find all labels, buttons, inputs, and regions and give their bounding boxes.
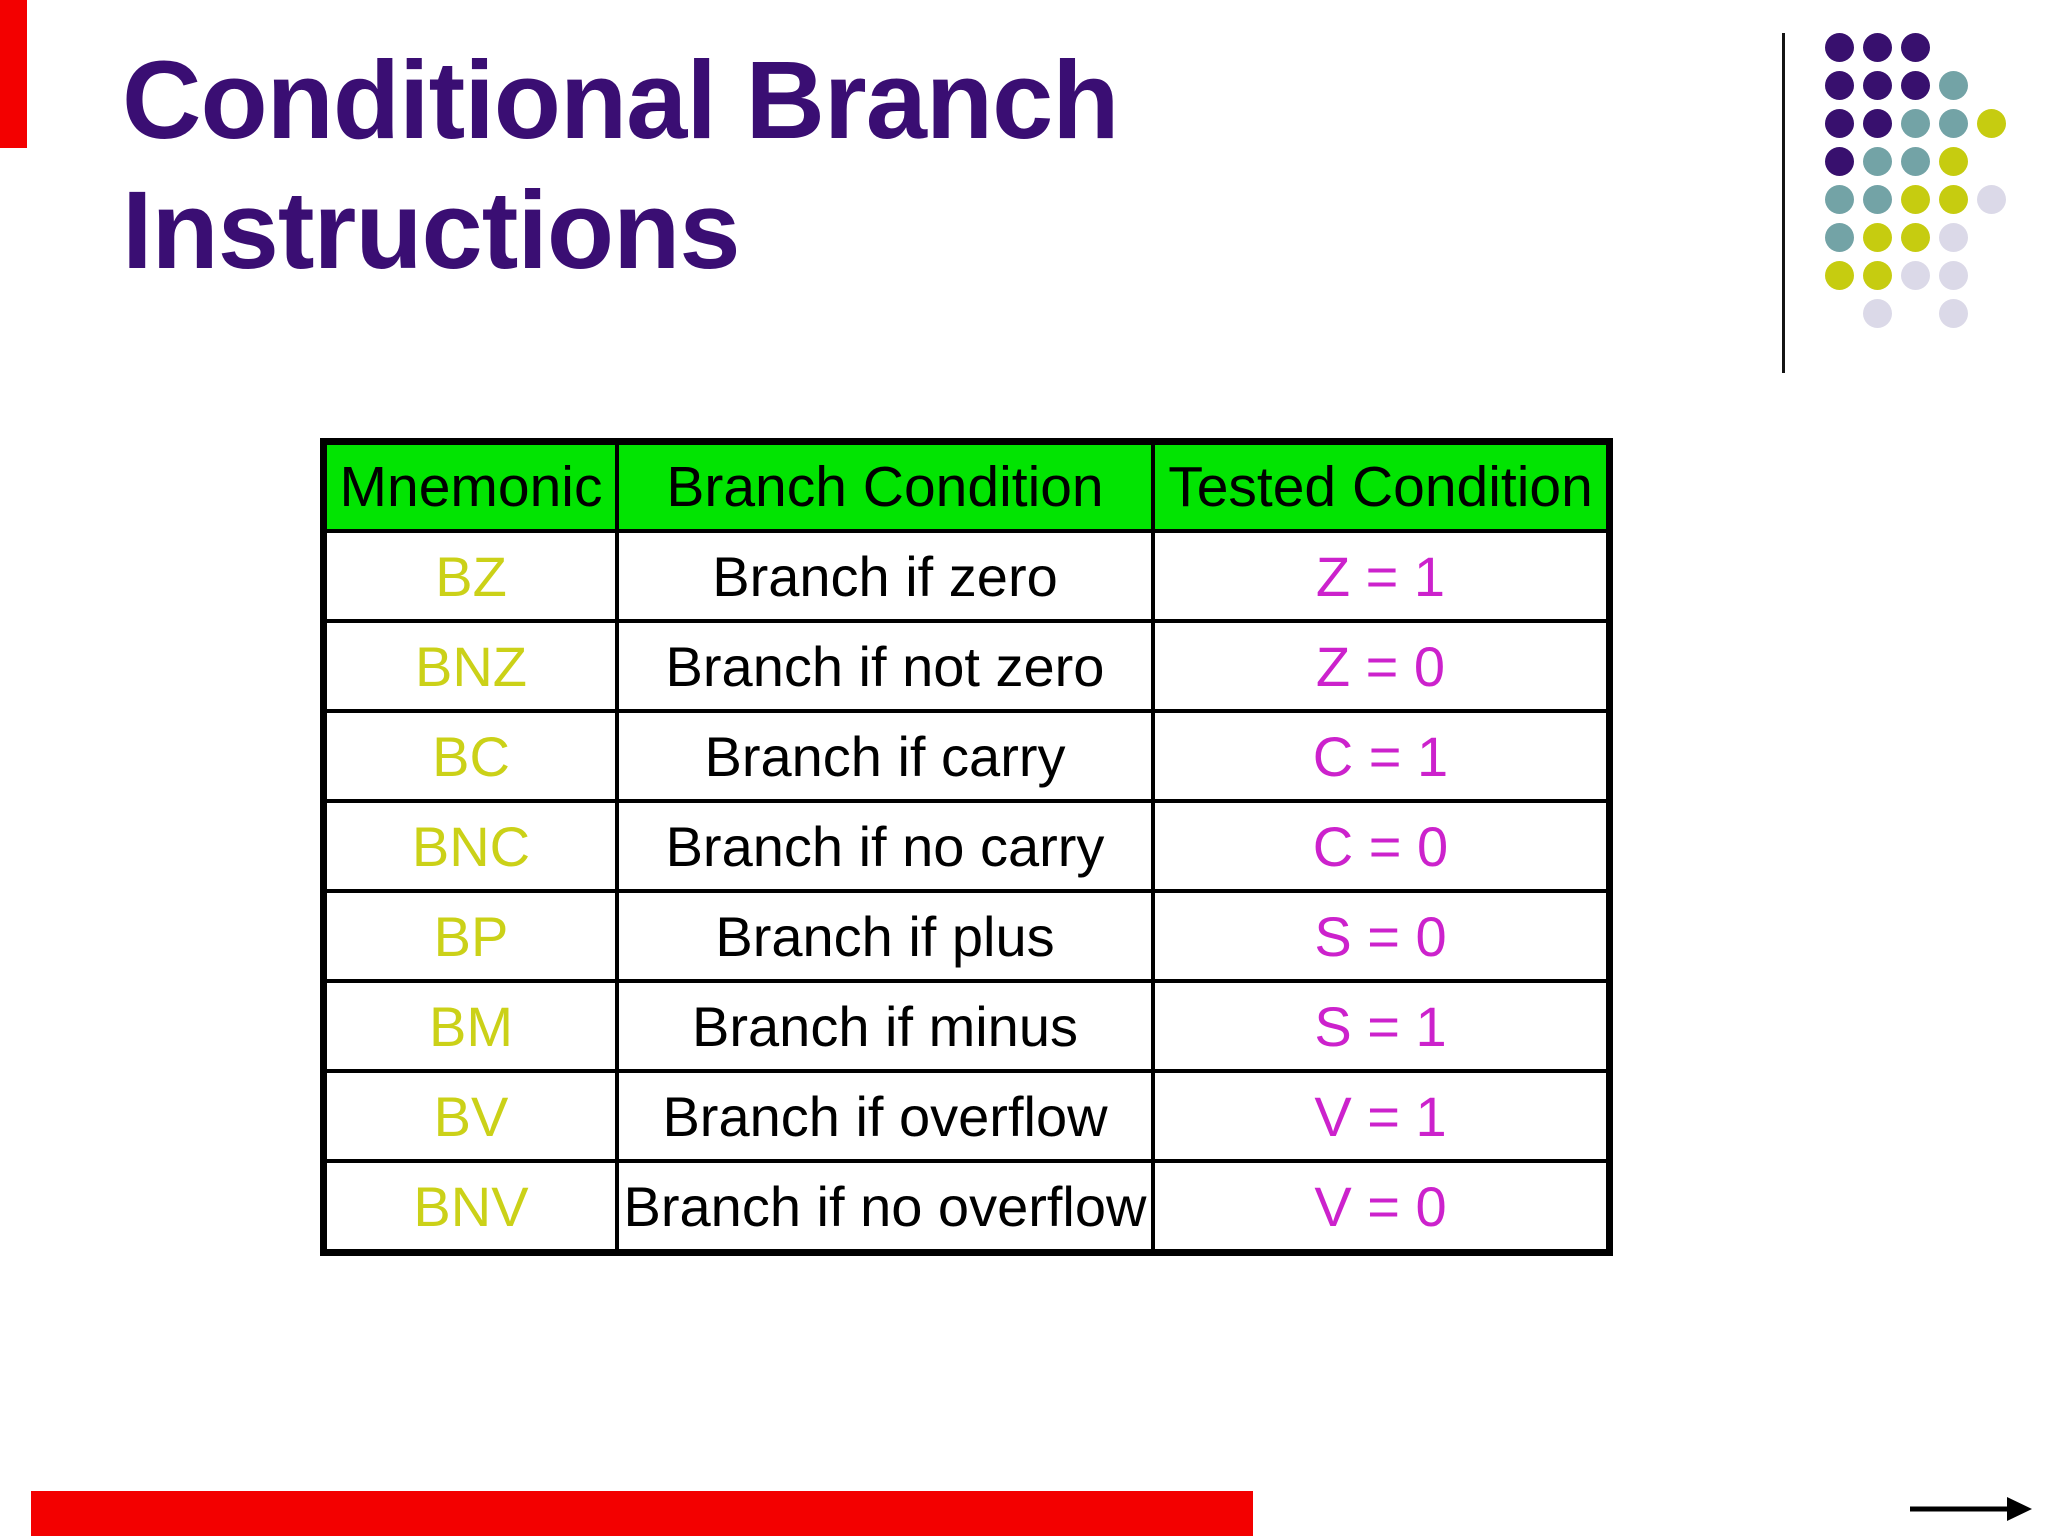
- decorative-dot: [1825, 185, 1854, 214]
- mnemonic-cell: BP: [321, 889, 619, 983]
- table-row: BV Branch if overflow V = 1: [321, 1069, 1612, 1163]
- decorative-dot: [1939, 223, 1968, 252]
- decorative-dot: [1901, 261, 1930, 290]
- mnemonic-cell: BZ: [321, 529, 619, 623]
- mnemonic-cell: BM: [321, 979, 619, 1073]
- decorative-dot: [1901, 147, 1930, 176]
- condition-cell: Branch if carry: [615, 709, 1155, 803]
- dots-vertical-rule: [1782, 33, 1785, 373]
- decorative-dot: [1825, 109, 1854, 138]
- mnemonic-cell: BNC: [321, 799, 619, 893]
- column-header-branch-condition: Branch Condition: [615, 439, 1155, 533]
- condition-cell: Branch if not zero: [615, 619, 1155, 713]
- table-row: BZ Branch if zero Z = 1: [321, 529, 1612, 623]
- decorative-dot: [1825, 223, 1854, 252]
- decorative-dot: [1825, 71, 1854, 100]
- next-slide-button[interactable]: [1905, 1494, 2035, 1524]
- red-accent-bottom-bar: [31, 1491, 1253, 1536]
- tested-cell: S = 0: [1151, 889, 1612, 983]
- decorative-dot: [1863, 33, 1892, 62]
- condition-cell: Branch if no overflow: [615, 1159, 1155, 1255]
- table-row: BNV Branch if no overflow V = 0: [321, 1159, 1612, 1255]
- decorative-dot: [1901, 71, 1930, 100]
- decorative-dot: [1939, 185, 1968, 214]
- decorative-dot: [1939, 147, 1968, 176]
- tested-cell: C = 1: [1151, 709, 1612, 803]
- condition-cell: Branch if no carry: [615, 799, 1155, 893]
- table-row: BNZ Branch if not zero Z = 0: [321, 619, 1612, 713]
- decorative-dot: [1863, 185, 1892, 214]
- table-row: BC Branch if carry C = 1: [321, 709, 1612, 803]
- mnemonic-cell: BNV: [321, 1159, 619, 1255]
- decorative-dot: [1939, 299, 1968, 328]
- decorative-dot: [1863, 71, 1892, 100]
- tested-cell: Z = 0: [1151, 619, 1612, 713]
- tested-cell: V = 0: [1151, 1159, 1612, 1255]
- mnemonic-cell: BC: [321, 709, 619, 803]
- decorative-dot: [1939, 109, 1968, 138]
- mnemonic-cell: BV: [321, 1069, 619, 1163]
- column-header-mnemonic: Mnemonic: [321, 439, 619, 533]
- condition-cell: Branch if zero: [615, 529, 1155, 623]
- red-accent-top-left: [0, 0, 27, 148]
- tested-cell: S = 1: [1151, 979, 1612, 1073]
- tested-cell: Z = 1: [1151, 529, 1612, 623]
- decorative-dot: [1825, 33, 1854, 62]
- decorative-dot: [1939, 71, 1968, 100]
- condition-cell: Branch if overflow: [615, 1069, 1155, 1163]
- condition-cell: Branch if plus: [615, 889, 1155, 983]
- decorative-dot: [1977, 109, 2006, 138]
- decorative-dot: [1863, 299, 1892, 328]
- decorative-dot: [1977, 185, 2006, 214]
- decorative-dot: [1901, 185, 1930, 214]
- decorative-dot: [1901, 33, 1930, 62]
- decorative-dot: [1863, 147, 1892, 176]
- decorative-dot: [1939, 261, 1968, 290]
- decorative-dot: [1901, 109, 1930, 138]
- slide-title: Conditional Branch Instructions: [122, 39, 1119, 292]
- tested-cell: V = 1: [1151, 1069, 1612, 1163]
- table-row: BNC Branch if no carry C = 0: [321, 799, 1612, 893]
- decorative-dot: [1863, 109, 1892, 138]
- decorative-dot: [1863, 223, 1892, 252]
- decorative-dot: [1901, 223, 1930, 252]
- table-row: BP Branch if plus S = 0: [321, 889, 1612, 983]
- decorative-dot: [1863, 261, 1892, 290]
- decorative-dot: [1825, 261, 1854, 290]
- branch-instructions-table: Mnemonic Branch Condition Tested Conditi…: [320, 438, 1613, 1256]
- decorative-dot: [1825, 147, 1854, 176]
- condition-cell: Branch if minus: [615, 979, 1155, 1073]
- table-header-row: Mnemonic Branch Condition Tested Conditi…: [321, 439, 1612, 533]
- tested-cell: C = 0: [1151, 799, 1612, 893]
- right-arrow-icon: [1910, 1497, 2032, 1521]
- column-header-tested-condition: Tested Condition: [1151, 439, 1612, 533]
- mnemonic-cell: BNZ: [321, 619, 619, 713]
- table-row: BM Branch if minus S = 1: [321, 979, 1612, 1073]
